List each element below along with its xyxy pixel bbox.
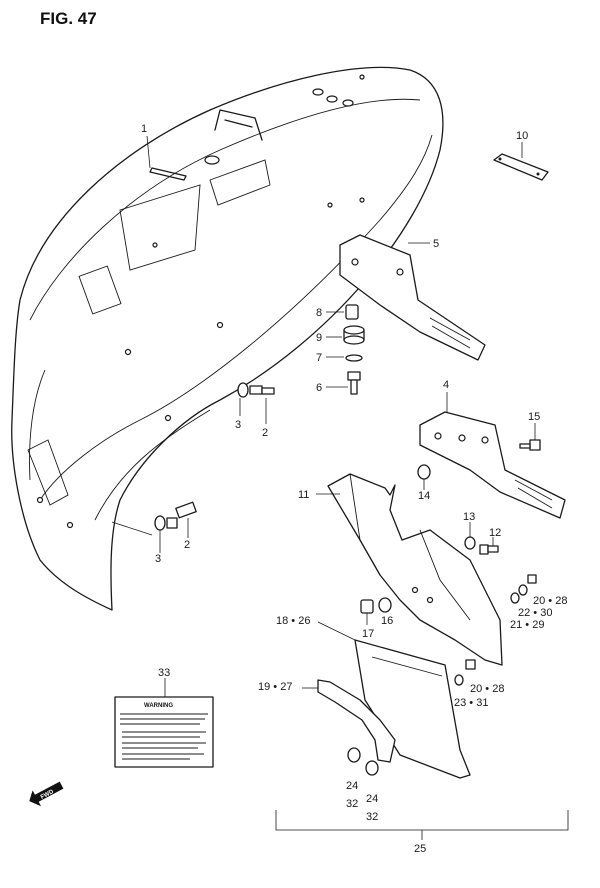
figure-title: FIG. 47 — [40, 9, 97, 28]
callout-18-26: 18 • 26 — [276, 615, 310, 627]
callout-20-28-upper: 20 • 28 — [533, 595, 567, 607]
callout-20-28-lower: 20 • 28 — [470, 683, 504, 695]
part-4-bracket — [419, 411, 566, 519]
callout-33: 33 — [158, 667, 170, 679]
part-20-28-screw-lower — [465, 659, 476, 670]
callout-1: 1 — [141, 123, 147, 135]
callout-3-lower: 3 — [155, 553, 161, 565]
callout-32-a: 32 — [346, 798, 358, 810]
callout-12: 12 — [489, 527, 501, 539]
callout-10: 10 — [516, 130, 528, 142]
callout-24-a: 24 — [346, 780, 358, 792]
part-23-31-washer — [454, 674, 464, 686]
part-7-washer — [345, 354, 363, 362]
fwd-arrow-icon: FWD — [29, 781, 64, 807]
part-2-bolt-upper — [249, 385, 275, 395]
callout-24-b: 24 — [366, 793, 378, 805]
callout-11: 11 — [298, 489, 309, 501]
callout-19-27: 19 • 27 — [258, 681, 292, 693]
warning-label: WARNING — [114, 696, 214, 768]
callout-25: 25 — [414, 843, 426, 855]
callout-5: 5 — [433, 238, 439, 250]
warning-heading: WARNING — [144, 703, 173, 709]
callout-8: 8 — [316, 307, 322, 319]
callout-4: 4 — [443, 379, 449, 391]
callout-7: 7 — [316, 352, 322, 364]
callout-2-upper: 2 — [262, 427, 268, 439]
part-24-nut-b — [365, 760, 379, 776]
callout-6: 6 — [316, 382, 322, 394]
part-19-27-stay — [317, 679, 396, 763]
part-18-26-plate-bracket — [354, 639, 471, 779]
part-3-washer-lower — [154, 515, 166, 531]
part-6-bolt — [347, 371, 361, 395]
part-3-washer-upper — [237, 382, 249, 398]
part-20-28-screw-upper — [527, 574, 537, 584]
callout-16: 16 — [381, 615, 393, 627]
callout-22-30: 22 • 30 — [518, 607, 552, 619]
callout-15: 15 — [528, 411, 540, 423]
part-5-bracket — [339, 234, 486, 361]
part-15-bolt — [519, 439, 541, 451]
callout-17: 17 — [362, 628, 374, 640]
callout-25-bracket — [275, 810, 569, 840]
part-14-nut — [417, 464, 431, 480]
part-24-nut-a — [347, 747, 361, 763]
rear-fender — [11, 66, 444, 611]
callout-21-29: 21 • 29 — [510, 619, 544, 631]
callout-14: 14 — [418, 490, 430, 502]
part-21-29-washer — [510, 592, 520, 604]
part-16-grommet — [378, 597, 392, 613]
callout-23-31: 23 • 31 — [454, 697, 488, 709]
part-8-spacer — [345, 304, 359, 320]
callout-9: 9 — [316, 332, 322, 344]
part-2-bolt-lower — [166, 501, 197, 529]
part-12-bolt — [479, 544, 499, 555]
callout-13: 13 — [463, 511, 475, 523]
callout-3-upper: 3 — [235, 419, 241, 431]
part-10-bracket — [493, 153, 549, 181]
part-9-grommet — [343, 325, 365, 345]
part-13-washer — [464, 536, 476, 550]
part-22-30-washer — [518, 584, 528, 596]
callout-2-lower: 2 — [184, 539, 190, 551]
callout-32-b: 32 — [366, 811, 378, 823]
part-11-rear-plate — [327, 473, 503, 666]
part-17-nut — [360, 599, 374, 614]
